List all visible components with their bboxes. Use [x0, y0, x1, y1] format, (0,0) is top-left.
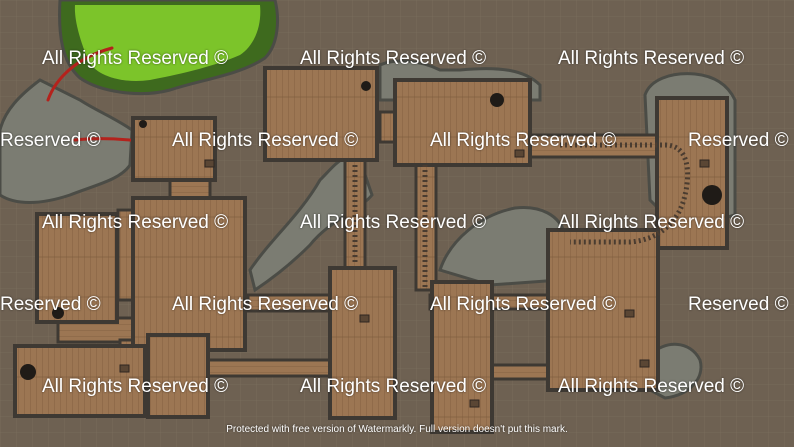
- room-left: [35, 212, 119, 324]
- room-upper-left: [131, 116, 217, 182]
- debris: [119, 364, 130, 373]
- moss-pool: [74, 5, 261, 81]
- dark-pit: [361, 81, 371, 91]
- dark-pit: [20, 364, 36, 380]
- dark-pit: [702, 185, 722, 205]
- room-mid-lower: [430, 280, 494, 434]
- debris: [514, 149, 525, 158]
- debris: [204, 159, 215, 168]
- debris: [359, 314, 370, 323]
- room-top-center: [263, 66, 379, 162]
- rock-passage-center: [248, 155, 374, 293]
- watermark-footer-notice: Protected with free version of Watermark…: [226, 424, 568, 435]
- dark-pit: [52, 307, 64, 319]
- rock-outcrop-bottom-right: [648, 342, 703, 400]
- debris: [469, 399, 480, 408]
- room-center-big: [131, 196, 247, 352]
- dark-pit: [139, 120, 147, 128]
- blood-streak: [46, 46, 114, 102]
- room-far-right: [655, 96, 729, 250]
- room-center-lower: [328, 266, 397, 420]
- debris: [624, 309, 635, 318]
- debris: [699, 159, 710, 168]
- room-top-right: [393, 78, 532, 167]
- corridor: [198, 358, 342, 378]
- dark-pit: [490, 93, 504, 107]
- rock-cave-left: [0, 78, 134, 204]
- room-bottom-center: [146, 333, 210, 419]
- room-bottom-left: [13, 344, 147, 418]
- debris: [639, 359, 650, 368]
- corridor: [246, 293, 340, 313]
